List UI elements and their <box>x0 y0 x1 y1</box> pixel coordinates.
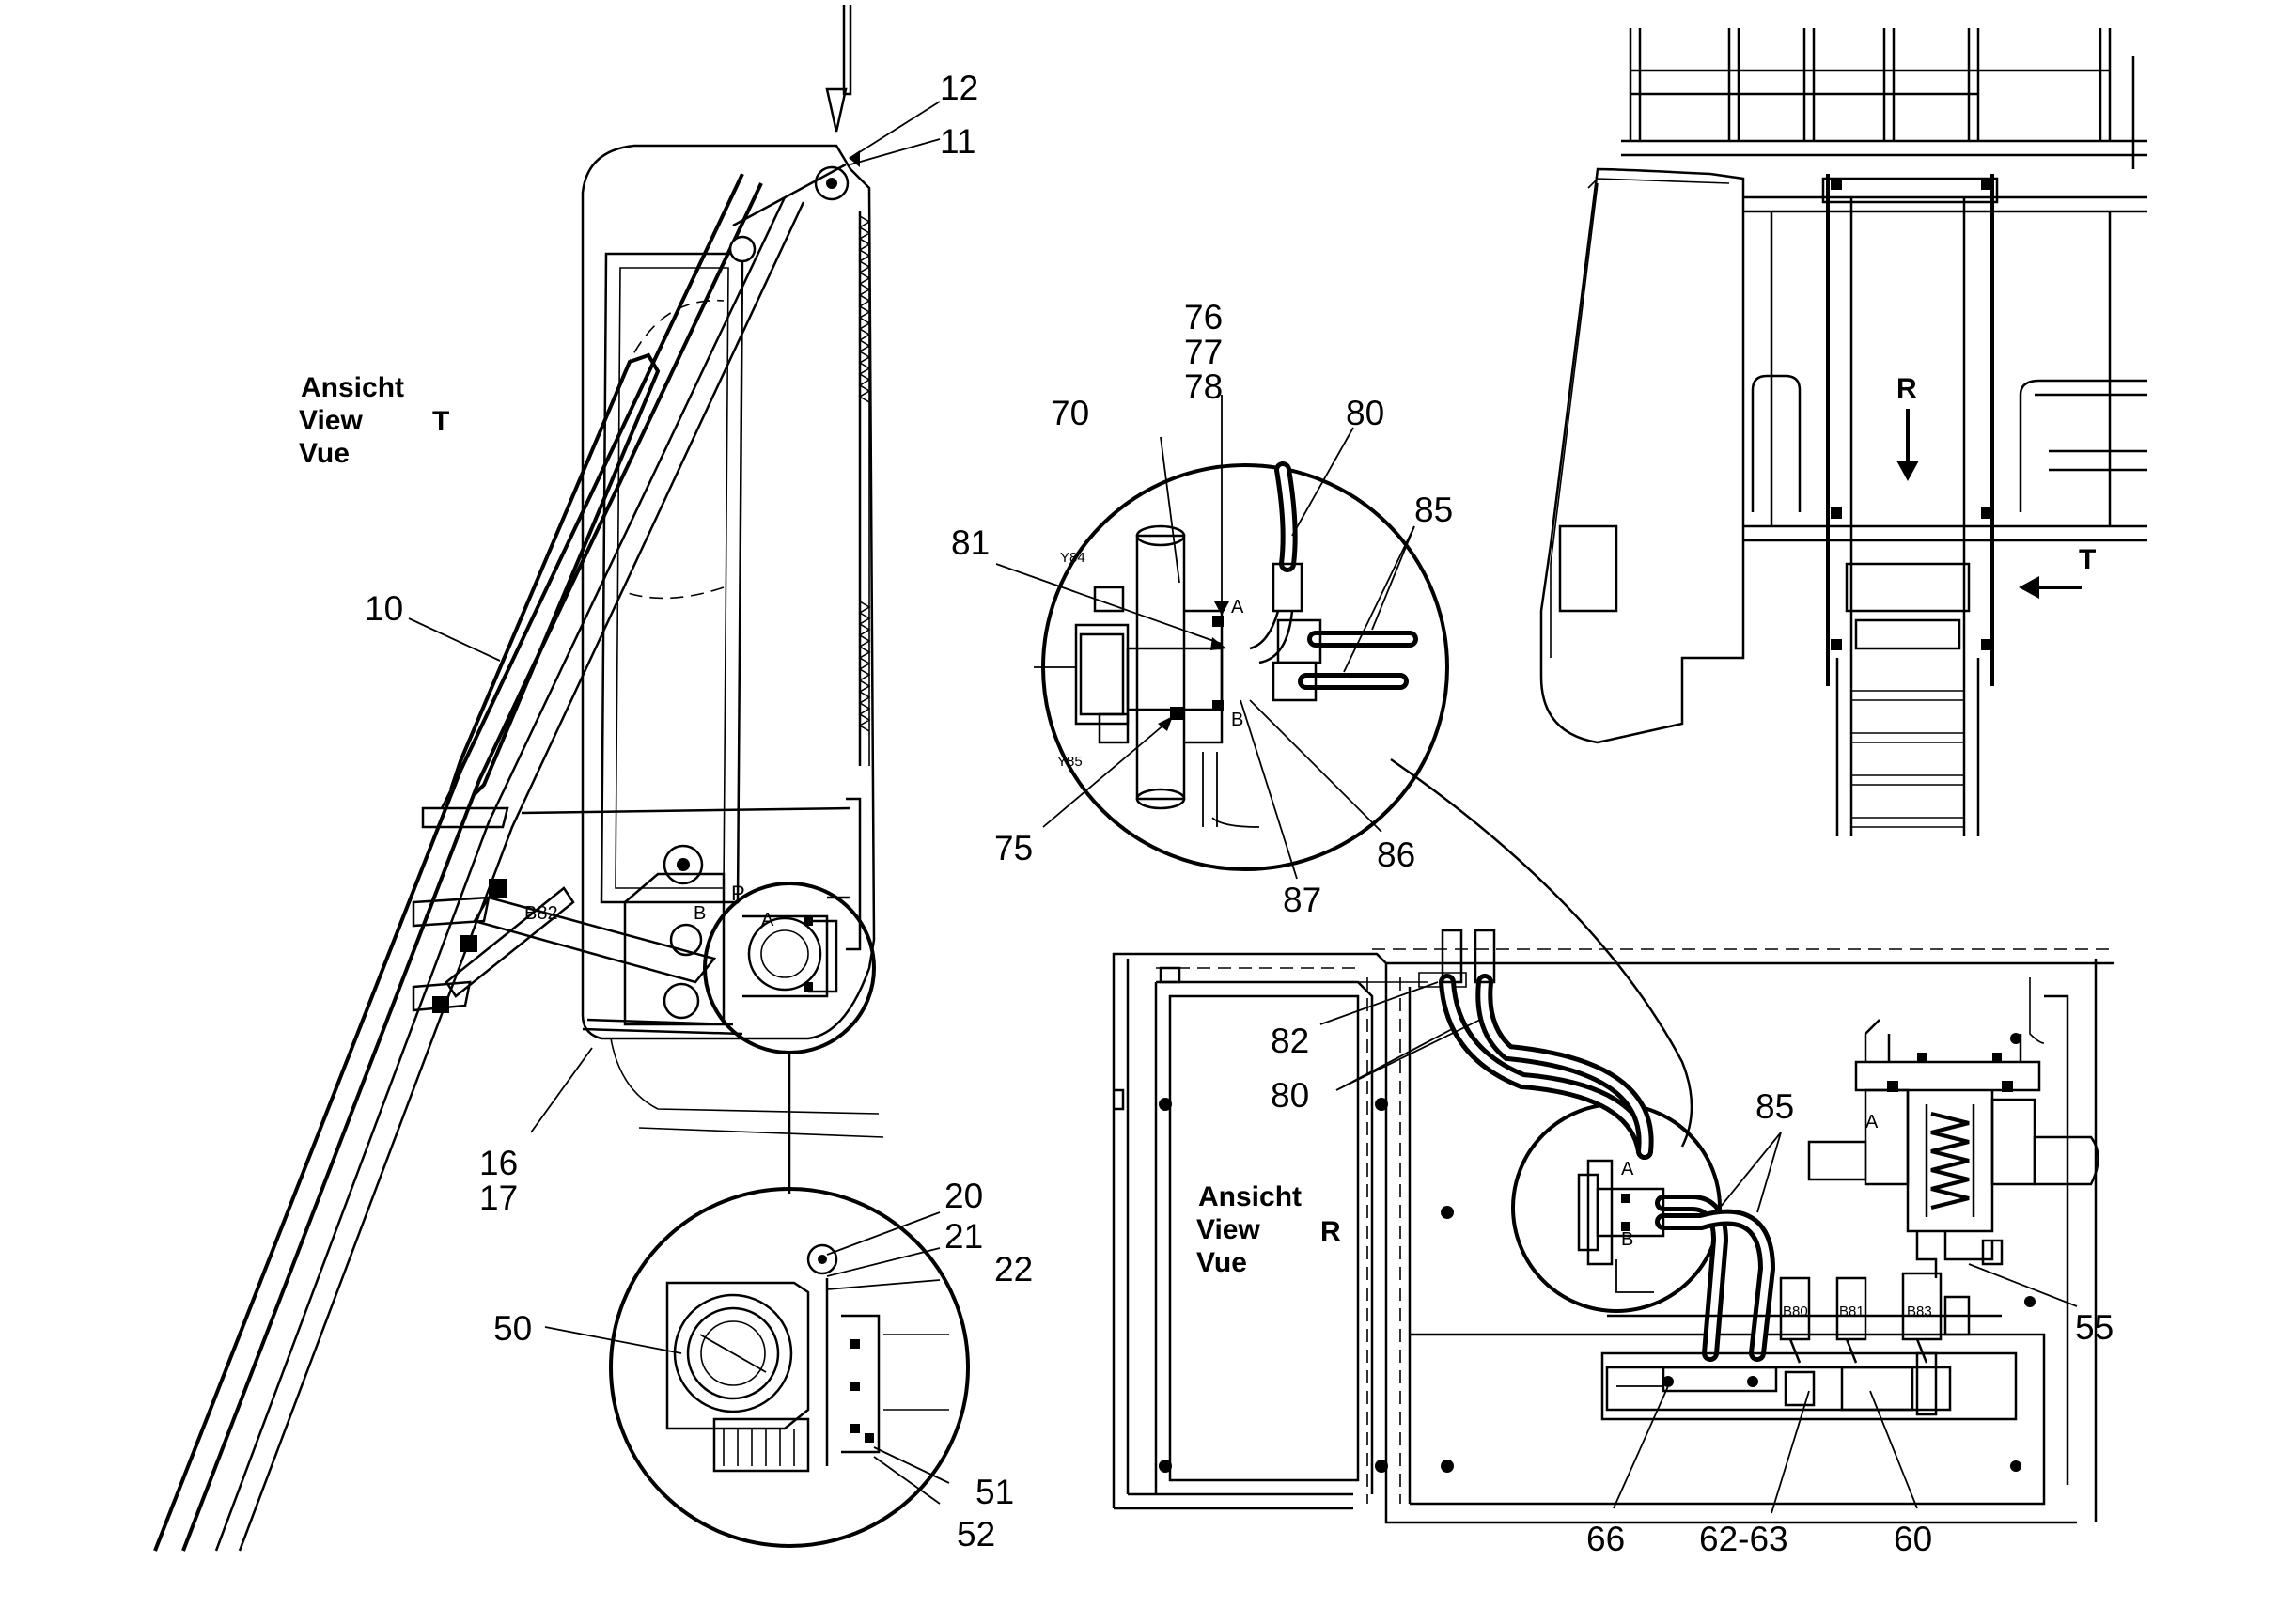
view-r-line3: Vue <box>1196 1247 1247 1278</box>
sensor-label-y84: Y84 <box>1060 550 1085 566</box>
port-label-b-detail: B <box>1231 710 1243 730</box>
callout-21: 21 <box>944 1217 983 1256</box>
callout-60: 60 <box>1894 1520 1932 1558</box>
callout-80-bottom: 80 <box>1271 1076 1309 1115</box>
sensor-label-y85: Y85 <box>1057 754 1083 770</box>
machine-front-view <box>1539 28 2147 836</box>
callout-51: 51 <box>975 1473 1014 1511</box>
callout-16: 16 <box>479 1144 518 1182</box>
callout-17: 17 <box>479 1179 518 1217</box>
sensor-label-b80: B80 <box>1783 1304 1808 1320</box>
callout-11: 11 <box>940 122 975 161</box>
view-r-title: Ansicht View Vue R <box>1196 1181 1341 1278</box>
callout-70: 70 <box>1051 394 1089 432</box>
view-t-letter: T <box>432 406 449 437</box>
callout-20: 20 <box>944 1177 983 1215</box>
port-label-p: P <box>731 882 745 905</box>
arrow-label-t: T <box>2079 544 2096 575</box>
callout-75: 75 <box>994 829 1033 867</box>
sensor-label-b82: B82 <box>524 903 558 924</box>
view-r-line2: View <box>1196 1214 1260 1245</box>
callout-85-top: 85 <box>1414 491 1453 529</box>
top-pivot <box>728 163 850 263</box>
port-label-a-detail: A <box>1231 597 1244 617</box>
callout-78: 78 <box>1184 367 1223 406</box>
port-label-a-panel: A <box>1621 1159 1634 1179</box>
sensor-label-b83: B83 <box>1907 1304 1932 1320</box>
callout-50: 50 <box>493 1309 532 1348</box>
port-label-a-left: A <box>761 910 774 930</box>
view-r-line1: Ansicht <box>1198 1181 1302 1212</box>
callout-22: 22 <box>994 1250 1033 1288</box>
view-t-drawing <box>153 5 970 1552</box>
callout-87: 87 <box>1283 881 1321 919</box>
view-t-line3: Vue <box>299 438 350 469</box>
sensor-label-b81: B81 <box>1839 1304 1865 1320</box>
callout-12: 12 <box>940 69 978 107</box>
port-label-b-panel: B <box>1621 1229 1633 1250</box>
callout-55: 55 <box>2075 1308 2114 1347</box>
arrow-label-r: R <box>1896 373 1917 404</box>
callout-85-bottom: 85 <box>1755 1087 1794 1126</box>
view-t-line1: Ansicht <box>301 372 404 403</box>
callout-62-63: 62-63 <box>1699 1520 1788 1558</box>
port-label-a-cylinder: A <box>1865 1112 1879 1132</box>
leader-lines <box>408 101 2078 1514</box>
callout-52: 52 <box>957 1515 995 1554</box>
callout-82: 82 <box>1271 1022 1309 1060</box>
small-labels: B82 P B A Y84 Y85 A B A B B80 B81 B83 A <box>524 550 1932 1320</box>
callout-86: 86 <box>1377 835 1415 874</box>
callout-10: 10 <box>365 589 403 628</box>
port-label-b-left: B <box>694 903 706 924</box>
callout-76: 76 <box>1184 298 1223 336</box>
detail-circle-small <box>703 882 876 1054</box>
view-t-line2: View <box>299 405 363 436</box>
rivet-strip <box>858 215 871 732</box>
view-r-letter: R <box>1320 1216 1341 1247</box>
callout-81: 81 <box>951 523 990 562</box>
view-t-title: Ansicht View Vue T <box>299 372 449 469</box>
callout-77: 77 <box>1184 333 1223 371</box>
view-r-drawing <box>1112 929 2114 1524</box>
callouts: 10 12 11 16 17 20 21 22 50 51 52 76 77 7… <box>365 69 2114 1558</box>
valve-detail <box>1034 461 1693 1148</box>
callout-80-top: 80 <box>1346 394 1384 432</box>
detail-circle-large <box>609 1187 970 1548</box>
callout-66: 66 <box>1586 1520 1625 1558</box>
